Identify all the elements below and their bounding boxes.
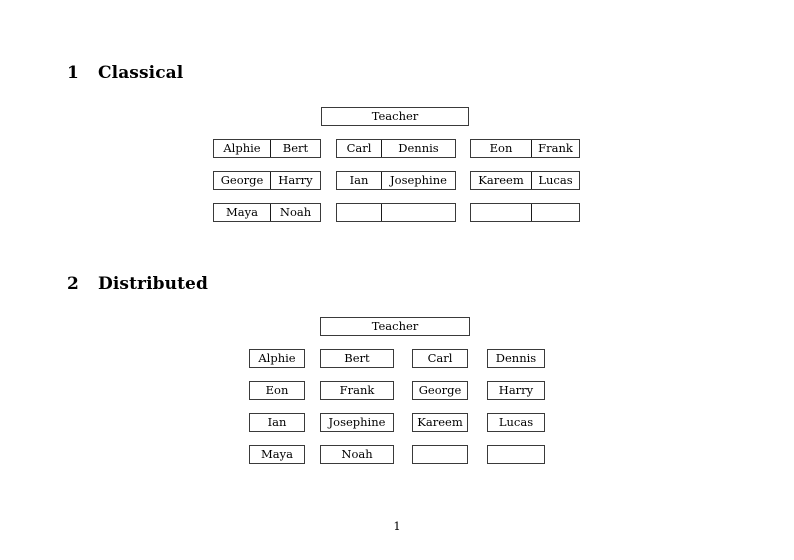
student-box: Eon	[249, 381, 305, 400]
student-box: Lucas	[487, 413, 545, 432]
student-cell: Maya	[226, 204, 258, 219]
student-box-empty	[487, 445, 545, 464]
student-cell: Eon	[489, 140, 513, 155]
student-pair-box: Maya Noah	[213, 203, 321, 222]
student-cell: Lucas	[531, 172, 579, 189]
student-cell: Carl	[346, 140, 372, 155]
student-box: Noah	[320, 445, 394, 464]
student-pair-box-empty	[470, 203, 580, 222]
student-cell: Josephine	[381, 172, 455, 189]
student-cell: Alphie	[223, 140, 261, 155]
section-heading-distributed: 2 Distributed	[67, 276, 208, 293]
student-cell-empty	[471, 204, 531, 221]
student-pair-box: Carl Dennis	[336, 139, 456, 158]
student-cell-empty	[531, 204, 579, 221]
student-box: Carl	[412, 349, 468, 368]
student-cell: Frank	[531, 140, 579, 157]
student-pair-box: Kareem Lucas	[470, 171, 580, 190]
section-title: Distributed	[98, 274, 208, 294]
student-box: Alphie	[249, 349, 305, 368]
student-box: Frank	[320, 381, 394, 400]
student-box: Dennis	[487, 349, 545, 368]
student-cell: George	[220, 172, 264, 187]
section-number: 2	[67, 274, 79, 294]
section-heading-classical: 1 Classical	[67, 65, 183, 82]
student-cell: Harry	[270, 172, 320, 189]
teacher-box-classical: Teacher	[321, 107, 469, 126]
student-cell-empty	[381, 204, 455, 221]
student-cell: Dennis	[381, 140, 455, 157]
student-cell: Bert	[270, 140, 320, 157]
student-pair-box: Ian Josephine	[336, 171, 456, 190]
student-cell: Kareem	[478, 172, 524, 187]
student-box: Ian	[249, 413, 305, 432]
section-number: 1	[67, 63, 79, 83]
student-box-empty	[412, 445, 468, 464]
section-title: Classical	[98, 63, 184, 83]
student-pair-box: Alphie Bert	[213, 139, 321, 158]
student-box: Maya	[249, 445, 305, 464]
student-box: George	[412, 381, 468, 400]
student-cell-empty	[337, 204, 381, 221]
student-box: Josephine	[320, 413, 394, 432]
student-pair-box-empty	[336, 203, 456, 222]
student-box: Bert	[320, 349, 394, 368]
student-pair-box: Eon Frank	[470, 139, 580, 158]
student-box: Harry	[487, 381, 545, 400]
student-cell: Noah	[270, 204, 320, 221]
student-cell: Ian	[349, 172, 369, 187]
student-box: Kareem	[412, 413, 468, 432]
teacher-box-distributed: Teacher	[320, 317, 470, 336]
page-number: 1	[393, 519, 401, 533]
student-pair-box: George Harry	[213, 171, 321, 190]
